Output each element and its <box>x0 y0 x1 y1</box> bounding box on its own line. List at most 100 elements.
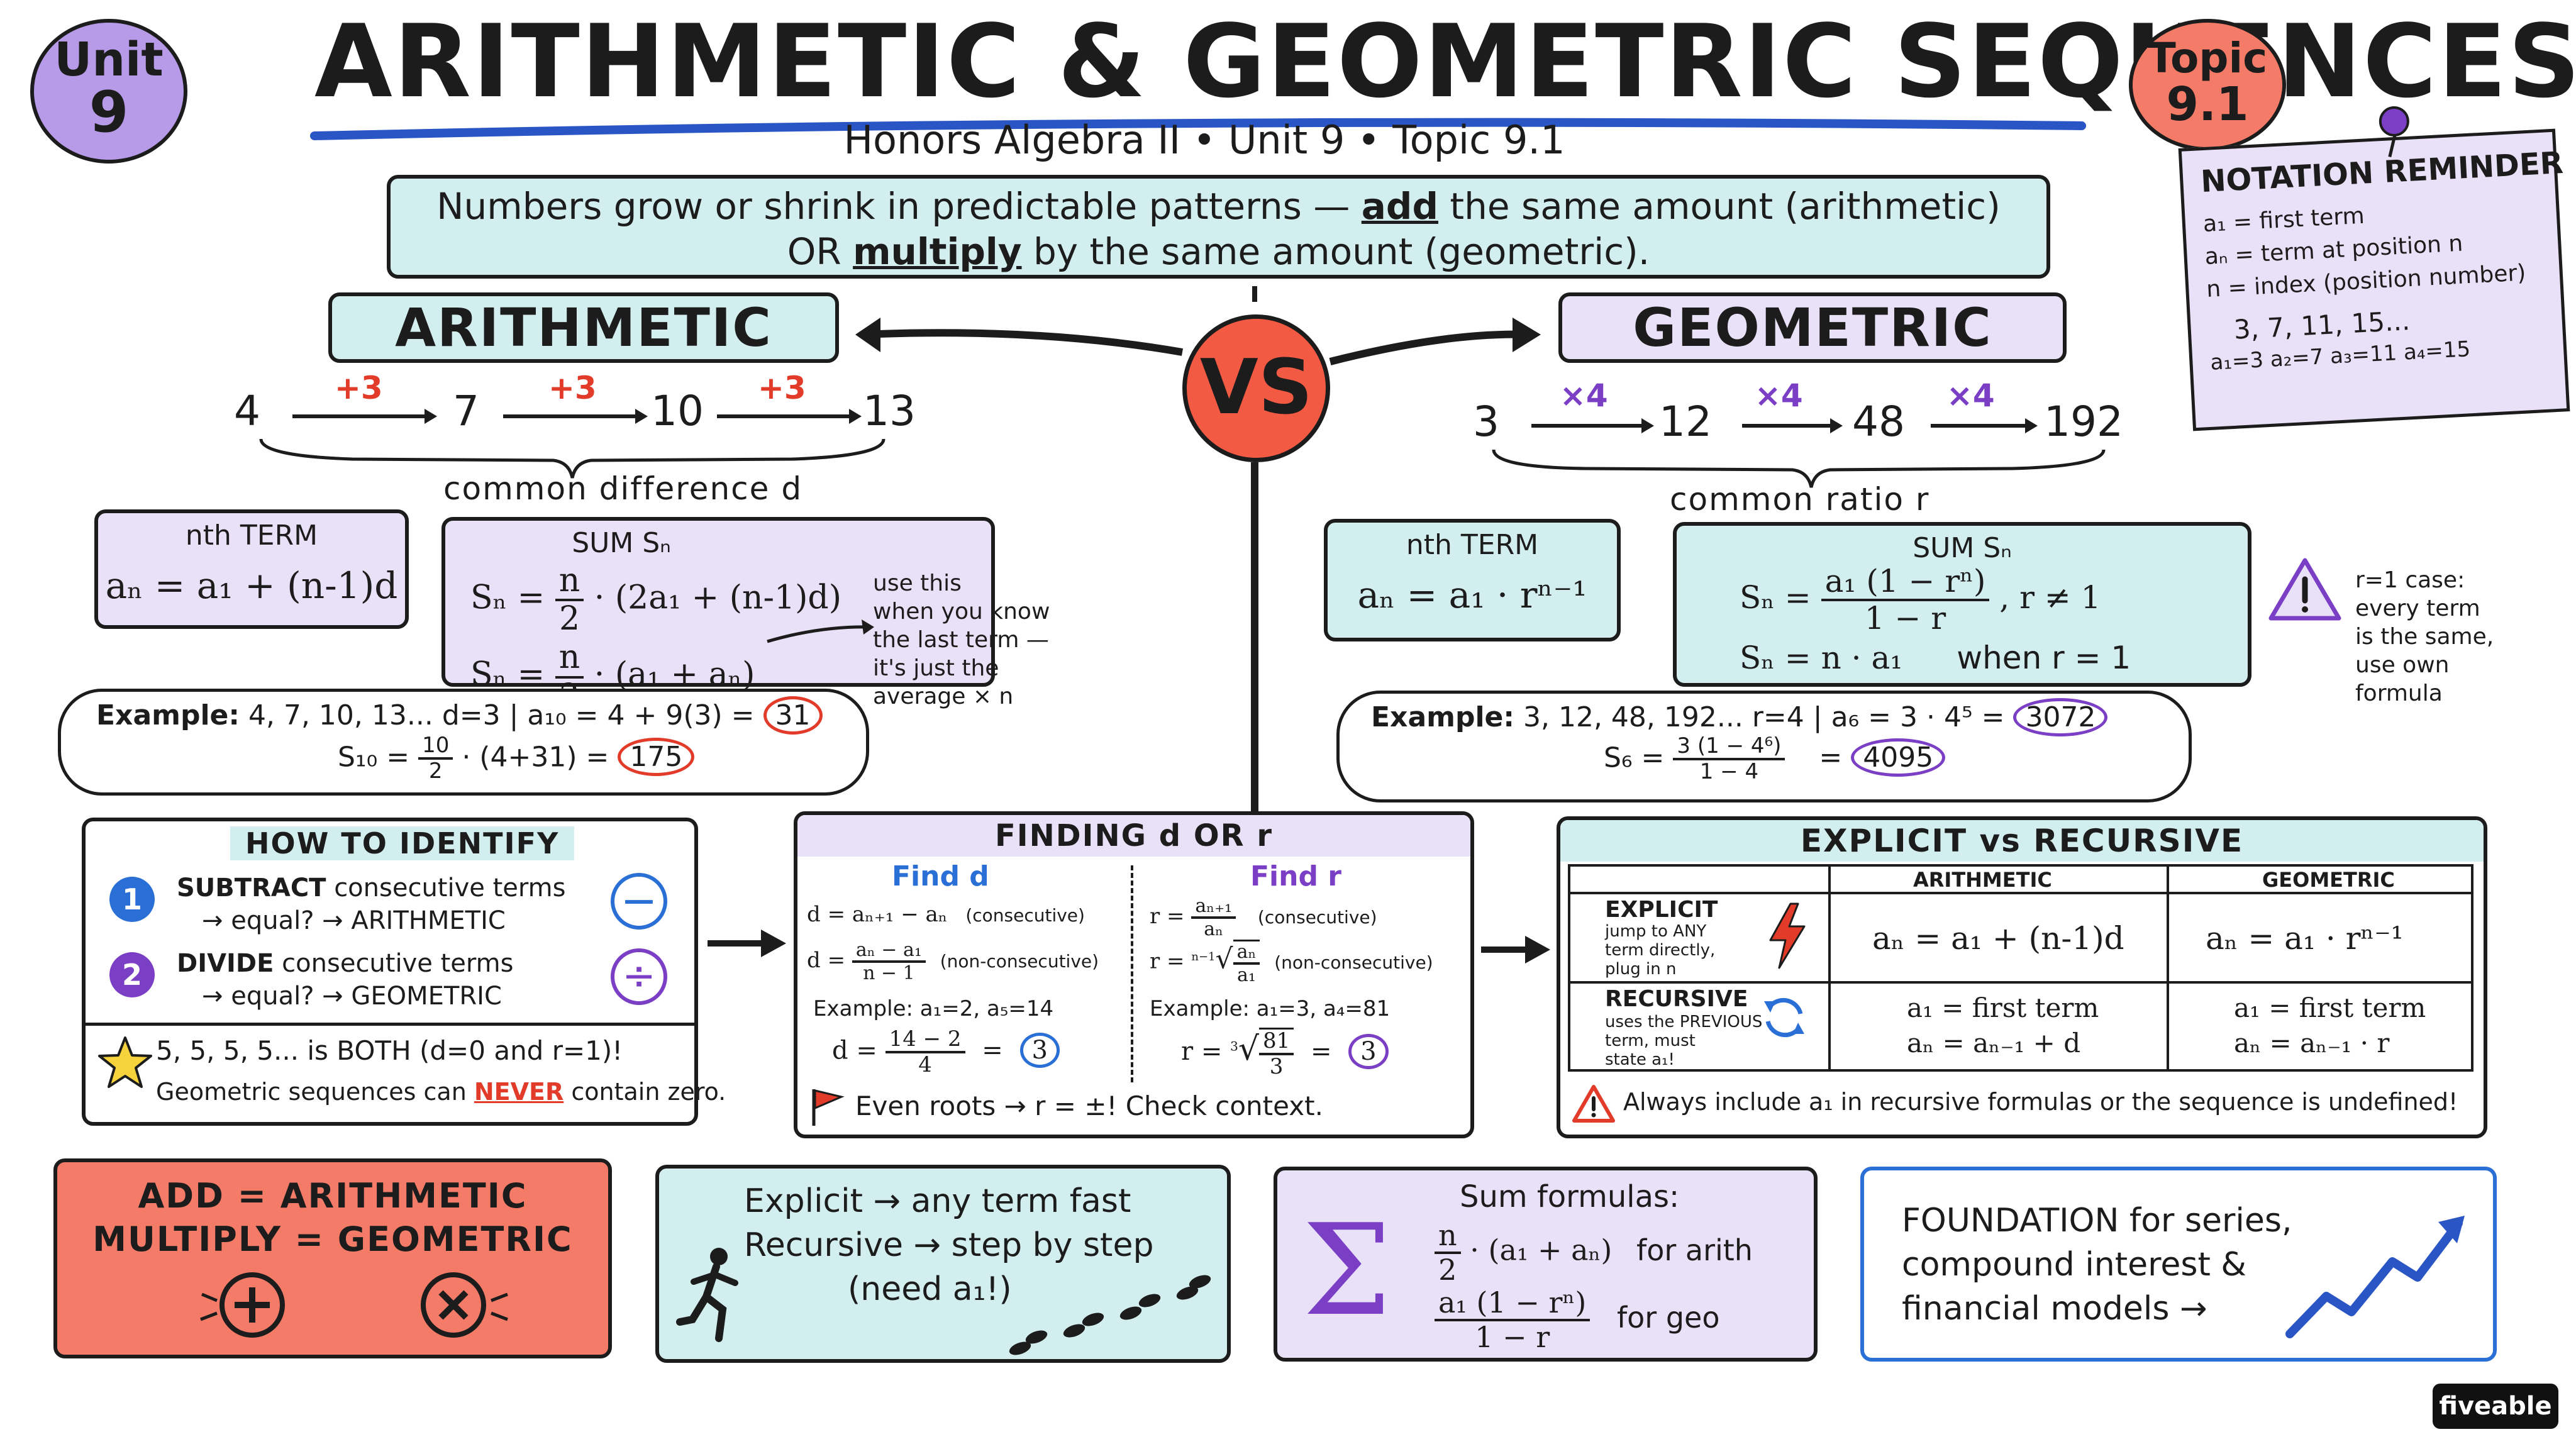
geo-sum-formula-2: Sₙ = n · a₁ when r = 1 <box>1740 640 2248 676</box>
frac-den: n − 1 <box>863 962 915 984</box>
find-r-example: Example: a₁=3, a₄=81 <box>1150 996 1391 1021</box>
star-text: contain zero. <box>571 1078 726 1106</box>
geo-nth-formula: aₙ = a₁ · rⁿ⁻¹ <box>1357 574 1587 616</box>
explicit-header: EXPLICIT vs RECURSIVE <box>1560 820 2484 862</box>
identify-panel: HOW TO IDENTIFY 1 SUBTRACT consecutive t… <box>82 818 726 1126</box>
frac-num: n <box>555 640 584 679</box>
find-d-formula-1: d = aₙ₊₁ − aₙ (consecutive) <box>807 902 1085 927</box>
minus-icon: − <box>611 873 667 930</box>
arith-nth-formula: aₙ = a₁ + (n-1)d <box>105 564 398 607</box>
arith-step-3: +3 <box>758 370 806 406</box>
table-line <box>1828 867 1831 1069</box>
example-label: Example: <box>96 699 240 731</box>
geo-title: GEOMETRIC <box>1633 297 1992 358</box>
explicit-geo-formula: aₙ = a₁ · rⁿ⁻¹ <box>2206 920 2404 957</box>
frac-num: a₁ (1 − rⁿ) <box>1435 1287 1591 1321</box>
intro-banner: Numbers grow or shrink in predictable pa… <box>387 175 2050 279</box>
frac-den: 1 − r <box>1864 600 1946 636</box>
finding-divider <box>1131 865 1133 1082</box>
foundation-line-3: financial models → <box>1902 1290 2207 1328</box>
table-line <box>2167 867 2169 1069</box>
r-note: (non-consecutive) <box>1274 952 1433 973</box>
intro-text: by the same amount (geometric). <box>1033 230 1650 273</box>
notation-reminder: NOTATION REMINDER a₁ = first term aₙ = t… <box>2178 106 2570 431</box>
summary-line-1: Explicit → any term fast <box>744 1182 1131 1220</box>
vs-badge: VS <box>1182 314 1330 462</box>
r-formula: r = <box>1150 948 1185 974</box>
note-line: the last term — <box>873 627 1049 653</box>
row-explicit-desc: jump to ANY term directly, plug in n <box>1605 922 1715 979</box>
identify-divider <box>86 1023 694 1026</box>
summary-line-3: (need a₁!) <box>848 1270 1012 1308</box>
step-2-badge: 2 <box>109 952 155 997</box>
note-line: every term <box>2355 596 2480 621</box>
intro-add: add <box>1361 185 1438 228</box>
note-line: use own <box>2355 652 2450 678</box>
foundation-line-1: FOUNDATION for series, <box>1902 1202 2292 1240</box>
explicit-table: ARITHMETIC GEOMETRIC EXPLICIT jump to AN… <box>1568 864 2473 1072</box>
arith-seq-term-1: 4 <box>234 387 260 435</box>
sum-arith-rhs: · (a₁ + aₙ) <box>1470 1233 1613 1267</box>
frac-num: aₙ − a₁ <box>852 940 926 963</box>
frac-den: 2 <box>1438 1252 1457 1287</box>
brand-name: fiveable <box>2439 1392 2552 1421</box>
r-result: = <box>1310 1036 1332 1066</box>
step-result: → equal? → GEOMETRIC <box>202 982 502 1011</box>
arith-step-1: +3 <box>335 370 383 406</box>
geo-r1-note: r=1 case: every term is the same, use ow… <box>2355 566 2494 708</box>
arith-title-box: ARITHMETIC <box>328 292 839 363</box>
add-arith-line: ADD = ARITHMETIC <box>138 1176 528 1216</box>
frac-num: 81 <box>1258 1029 1294 1056</box>
identify-title: HOW TO IDENTIFY <box>230 826 575 860</box>
frac-den: 2 <box>428 758 443 784</box>
flag-note: Even roots → r = ±! Check context. <box>855 1091 1323 1121</box>
col-header-geo: GEOMETRIC <box>2262 868 2395 892</box>
geo-step-3: ×4 <box>1946 377 1995 414</box>
geo-sum-fraction: a₁ (1 − rⁿ)1 − r <box>1821 564 1990 636</box>
step-1-text: SUBTRACT consecutive terms → equal? → AR… <box>177 872 565 937</box>
divide-icon: ÷ <box>611 948 667 1005</box>
sum-geo-note: for geo <box>1616 1300 1720 1335</box>
arith-sum-rhs: · (a₁ + aₙ) <box>594 656 755 694</box>
explicit-recursive-summary: Explicit → any term fast Recursive → ste… <box>655 1165 1231 1363</box>
running-person-icon <box>676 1248 738 1342</box>
topic-badge: Topic 9.1 <box>2129 19 2286 151</box>
topic-badge-number: 9.1 <box>2166 77 2249 131</box>
geo-sum-box: SUM Sₙ Sₙ = a₁ (1 − rⁿ)1 − r , r ≠ 1 Sₙ … <box>1673 522 2251 687</box>
frac-den: a₁ <box>1237 964 1256 986</box>
d-result: = <box>982 1036 1003 1065</box>
table-line <box>1570 892 2471 894</box>
intro-text: OR <box>787 230 841 273</box>
frac-num: a₁ (1 − rⁿ) <box>1821 564 1990 601</box>
arith-sum-rhs: · (2a₁ + (n-1)d) <box>594 579 841 617</box>
note-line: it's just the <box>873 655 999 681</box>
unit-badge-label: Unit <box>54 33 164 87</box>
frac-num: 3 (1 − 4⁶) <box>1673 734 1785 761</box>
step-2-text: DIVIDE consecutive terms → equal? → GEOM… <box>177 947 513 1013</box>
geo-step-2: ×4 <box>1755 377 1803 414</box>
fiveable-logo: fiveable <box>2433 1384 2558 1429</box>
note-line: use this <box>873 570 962 596</box>
arith-seq-term-2: 7 <box>453 387 479 435</box>
arith-sequence-arrows <box>259 409 886 479</box>
recursive-warning: Always include a₁ in recursive formulas … <box>1623 1088 2458 1116</box>
root-index: 3 <box>1230 1038 1238 1054</box>
frac-num: n <box>555 562 584 602</box>
geo-sum-r1: Sₙ = n · a₁ <box>1740 640 1903 676</box>
d-note: (consecutive) <box>965 905 1085 926</box>
example-text: S₆ = <box>1604 741 1665 774</box>
frac-num: aₙ₊₁ <box>1191 896 1236 919</box>
recursive-arith-2: aₙ = aₙ₋₁ + d <box>1907 1028 2081 1058</box>
geo-nth-title: nth TERM <box>1406 529 1539 561</box>
arith-sum-lhs: Sₙ = <box>470 579 545 617</box>
explicit-arith-formula: aₙ = a₁ + (n-1)d <box>1872 920 2124 957</box>
intro-text: the same amount (arithmetic) <box>1450 185 2001 228</box>
